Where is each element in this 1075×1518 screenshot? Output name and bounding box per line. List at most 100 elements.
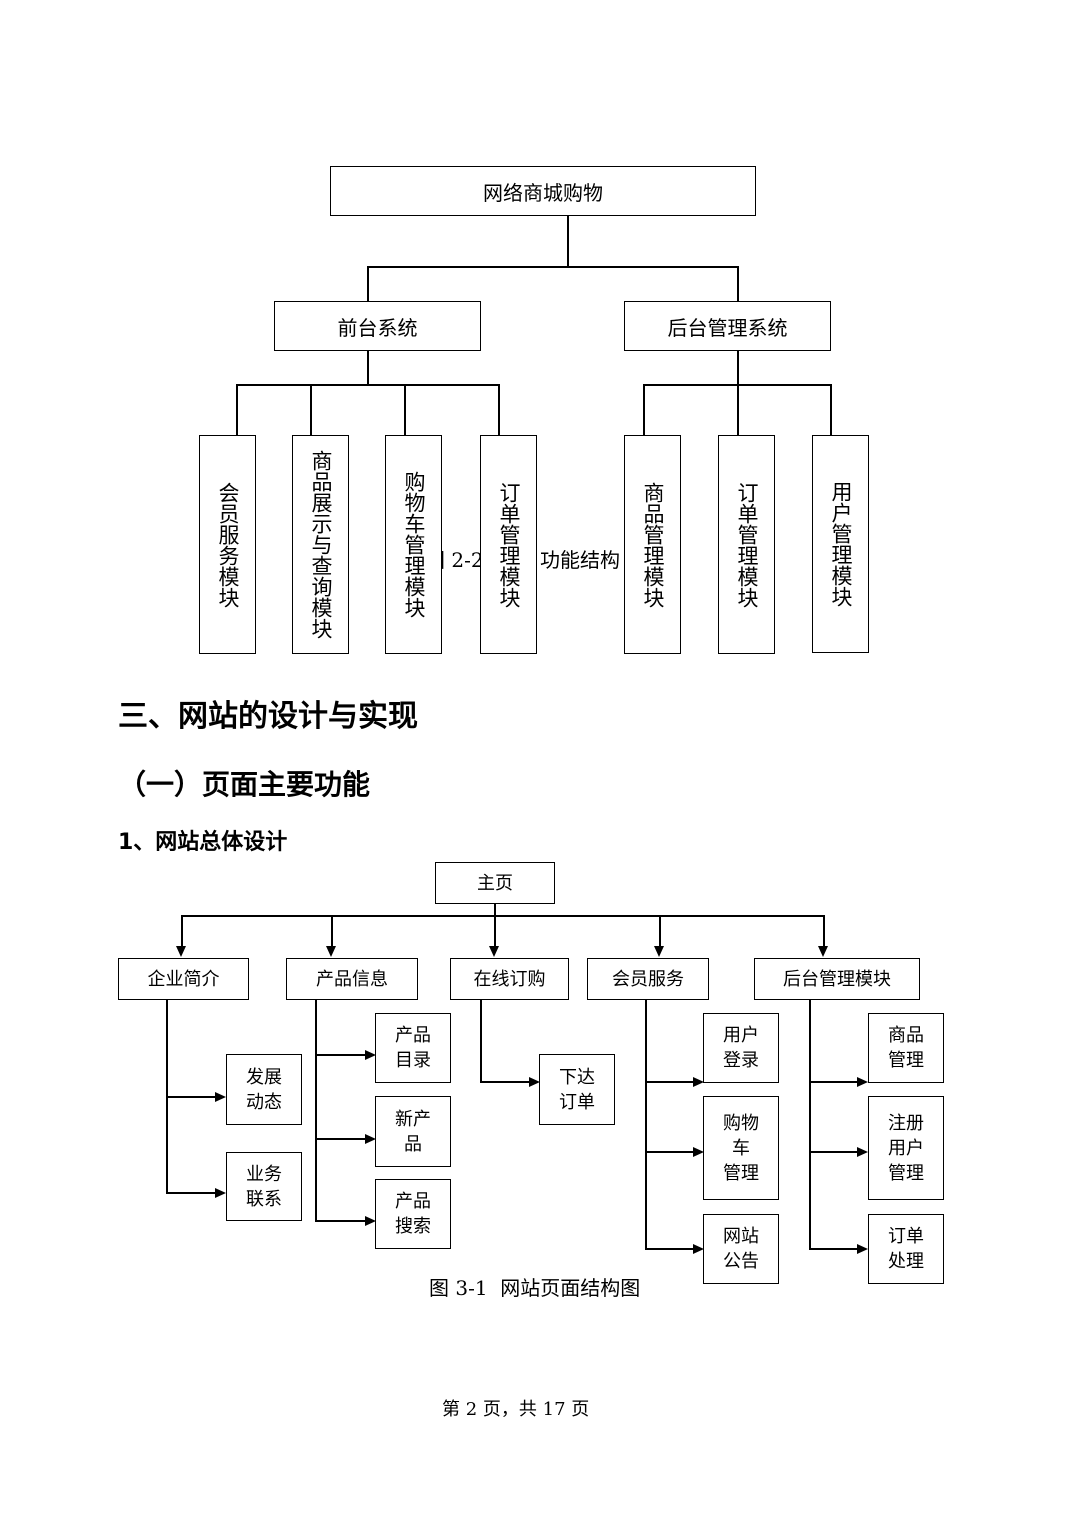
category-online-order: 在线订购	[450, 958, 569, 1000]
module-order-management: 订单管理模块	[480, 435, 537, 654]
connector	[367, 266, 369, 301]
diagram1-front-system-label: 前台系统	[337, 315, 418, 340]
connector	[315, 1220, 366, 1222]
connector	[331, 915, 333, 948]
connector	[480, 1000, 482, 1082]
connector	[310, 384, 312, 435]
category-label: 在线订购	[473, 968, 546, 990]
connector	[809, 1000, 811, 1249]
module-user-management: 用户管理模块	[812, 435, 869, 653]
arrow-down-icon	[176, 946, 186, 957]
connector	[166, 1192, 216, 1194]
connector	[645, 1248, 694, 1250]
node-site-announcement: 网站 公告	[703, 1214, 779, 1284]
diagram1-caption-fragment: 功能结构	[540, 548, 620, 572]
node-cart-management: 购物 车 管理	[703, 1096, 779, 1200]
connector	[315, 1138, 366, 1140]
module-label: 会员服务模块	[216, 481, 240, 608]
diagram2-root-label: 主页	[477, 872, 513, 894]
diagram1-front-system-node: 前台系统	[274, 301, 481, 351]
connector	[494, 915, 496, 948]
category-admin-module: 后台管理模块	[754, 958, 920, 1000]
node-registered-user-management: 注册 用户 管理	[868, 1096, 944, 1200]
module-product-display-query: 商品展示与查询模块	[292, 435, 349, 654]
node-goods-management: 商品 管理	[868, 1013, 944, 1083]
module-label: 商品管理模块	[641, 481, 665, 608]
module-cart-management: 购物车管理模块	[385, 435, 442, 654]
diagram2-root-node: 主页	[435, 862, 555, 904]
category-product-info: 产品信息	[286, 958, 418, 1000]
arrow-right-icon	[693, 1244, 704, 1254]
category-label: 后台管理模块	[783, 968, 891, 990]
connector	[645, 1151, 694, 1153]
connector	[830, 384, 832, 435]
arrow-down-icon	[654, 946, 664, 957]
connector	[367, 266, 738, 268]
category-label: 企业简介	[147, 968, 220, 990]
page-footer: 第 2 页，共 17 页	[442, 1399, 590, 1420]
module-member-service: 会员服务模块	[199, 435, 256, 654]
node-product-catalog: 产品 目录	[375, 1013, 451, 1083]
node-label: 注册 用户 管理	[888, 1112, 924, 1184]
diagram1-back-system-node: 后台管理系统	[624, 301, 831, 351]
connector	[809, 1151, 858, 1153]
node-label: 商品 管理	[888, 1025, 924, 1071]
node-label: 业务 联系	[246, 1163, 282, 1210]
connector	[498, 384, 500, 435]
connector	[809, 1248, 858, 1250]
node-label: 用户 登录	[723, 1025, 759, 1071]
connector	[367, 351, 369, 385]
node-label: 订单 处理	[888, 1226, 924, 1272]
connector	[567, 216, 569, 267]
arrow-right-icon	[693, 1077, 704, 1087]
category-member-service: 会员服务	[587, 958, 709, 1000]
module-label: 购物车管理模块	[402, 471, 426, 618]
node-label: 新产 品	[395, 1108, 431, 1155]
module-label: 订单管理模块	[735, 481, 759, 608]
node-label: 发展 动态	[246, 1066, 282, 1113]
connector	[236, 384, 499, 386]
node-development-news: 发展 动态	[226, 1054, 302, 1125]
node-label: 产品 搜索	[395, 1191, 431, 1237]
connector	[236, 384, 238, 435]
connector	[315, 1000, 317, 1221]
arrow-right-icon	[215, 1188, 226, 1198]
connector	[737, 384, 739, 435]
subsubsection-heading: 1、网站总体设计	[118, 830, 288, 855]
connector	[659, 915, 661, 948]
arrow-down-icon	[326, 946, 336, 957]
connector	[645, 1000, 647, 1249]
connector	[737, 266, 739, 301]
node-place-order: 下达 订单	[539, 1054, 615, 1125]
arrow-right-icon	[693, 1147, 704, 1157]
figure-caption: 图 3-1 网站页面结构图	[429, 1276, 641, 1300]
node-user-login: 用户 登录	[703, 1013, 779, 1083]
connector	[181, 915, 183, 948]
arrow-right-icon	[365, 1134, 376, 1144]
connector	[494, 904, 496, 916]
arrow-right-icon	[365, 1216, 376, 1226]
connector	[480, 1081, 530, 1083]
connector	[315, 1054, 366, 1056]
node-label: 下达 订单	[559, 1066, 595, 1113]
connector	[166, 1096, 216, 1098]
module-product-management: 商品管理模块	[624, 435, 681, 654]
diagram1-root-label: 网络商城购物	[483, 180, 603, 205]
section-heading: 三、网站的设计与实现	[118, 699, 418, 734]
arrow-down-icon	[818, 946, 828, 957]
node-label: 购物 车 管理	[723, 1112, 759, 1184]
connector	[181, 915, 824, 917]
module-label: 订单管理模块	[497, 481, 521, 608]
arrow-right-icon	[365, 1050, 376, 1060]
connector	[823, 915, 825, 948]
module-order-management-admin: 订单管理模块	[718, 435, 775, 654]
category-company-intro: 企业简介	[118, 958, 249, 1000]
arrow-right-icon	[529, 1077, 540, 1087]
node-label: 网站 公告	[723, 1226, 759, 1272]
arrow-right-icon	[857, 1077, 868, 1087]
arrow-right-icon	[215, 1092, 226, 1102]
arrow-down-icon	[489, 946, 499, 957]
connector	[809, 1081, 858, 1083]
arrow-right-icon	[857, 1244, 868, 1254]
node-label: 产品 目录	[395, 1025, 431, 1071]
